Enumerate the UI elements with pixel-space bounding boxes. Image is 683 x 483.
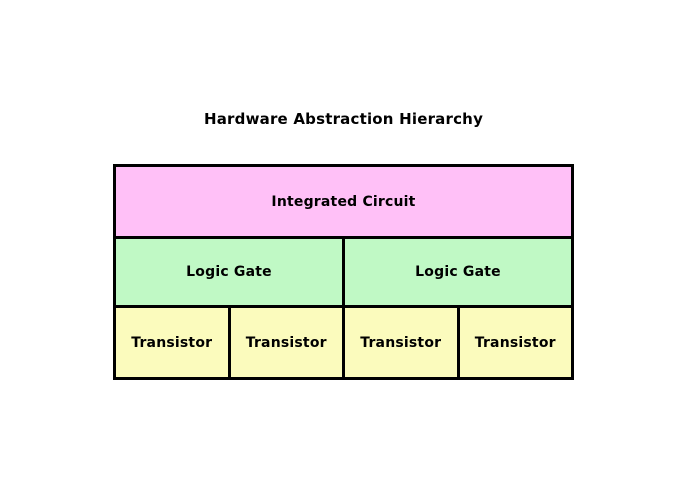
box-logic-gate-2-label: Logic Gate <box>415 264 501 280</box>
box-transistor-2: Transistor <box>230 308 342 377</box>
box-transistor-4-label: Transistor <box>474 334 556 351</box>
box-logic-gate-1: Logic Gate <box>116 239 342 305</box>
box-transistor-4: Transistor <box>459 308 571 377</box>
box-logic-gate-2: Logic Gate <box>345 239 571 305</box>
box-transistor-3: Transistor <box>345 308 457 377</box>
box-transistor-3-label: Transistor <box>360 334 442 351</box>
box-transistor-1: Transistor <box>116 308 228 377</box>
diagram-title: Hardware Abstraction Hierarchy <box>203 110 484 128</box>
box-integrated-circuit-label: Integrated Circuit <box>271 193 416 210</box>
box-transistor-2-label: Transistor <box>245 334 327 351</box>
box-integrated-circuit: Integrated Circuit <box>116 167 571 236</box>
box-logic-gate-1-label: Logic Gate <box>186 264 272 280</box>
hierarchy-diagram: Integrated Circuit Logic Gate Logic Gate… <box>113 164 574 380</box>
box-transistor-1-label: Transistor <box>131 334 213 351</box>
